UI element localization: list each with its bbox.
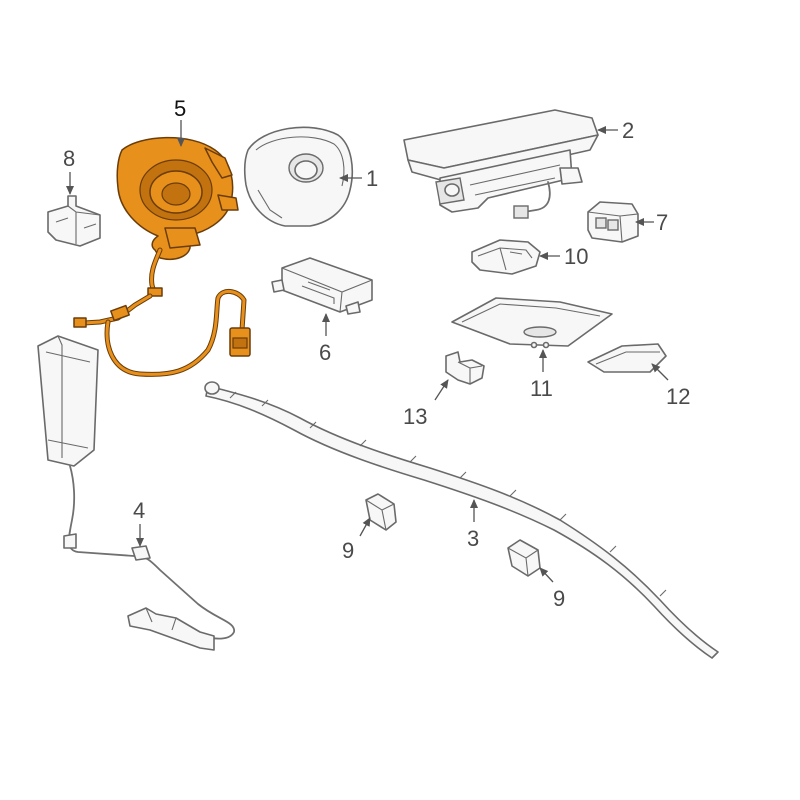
leader-9b bbox=[539, 567, 554, 583]
callout-8: 8 bbox=[63, 146, 75, 171]
callout-11: 11 bbox=[530, 376, 553, 401]
callout-4: 4 bbox=[133, 498, 145, 523]
passenger-airbag-part bbox=[403, 109, 599, 219]
sensor-part-13 bbox=[445, 351, 485, 385]
callout-6: 6 bbox=[319, 340, 331, 365]
bracket-part-12 bbox=[587, 343, 667, 373]
side-airbag-part-4 bbox=[37, 335, 235, 651]
connector-part-8 bbox=[47, 195, 101, 247]
callout-2: 2 bbox=[622, 118, 634, 143]
leader-13 bbox=[434, 379, 449, 401]
curtain-airbag-part-3 bbox=[204, 381, 719, 659]
callout-5: 5 bbox=[174, 96, 186, 121]
callout-7: 7 bbox=[656, 210, 668, 235]
control-module-part-6 bbox=[271, 257, 373, 315]
callout-10: 10 bbox=[564, 244, 588, 269]
mat-sensor-part-11 bbox=[451, 297, 613, 349]
callout-1: 1 bbox=[366, 166, 378, 191]
callout-13: 13 bbox=[403, 404, 427, 429]
leader-9a bbox=[359, 517, 371, 537]
module-part-10 bbox=[471, 239, 541, 275]
leader-lines bbox=[66, 120, 669, 583]
switch-part-7 bbox=[587, 201, 639, 243]
sensor-part-9a bbox=[365, 493, 397, 531]
clock-spring-part bbox=[73, 136, 251, 377]
callout-12: 12 bbox=[666, 384, 690, 409]
callout-labels: 5 8 1 2 7 10 6 11 12 13 4 3 9 9 bbox=[63, 96, 690, 611]
callout-3: 3 bbox=[467, 526, 479, 551]
callout-9b: 9 bbox=[553, 586, 565, 611]
leader-12 bbox=[651, 363, 669, 381]
sensor-part-9b bbox=[507, 539, 541, 577]
callout-9a: 9 bbox=[342, 538, 354, 563]
driver-airbag-part bbox=[243, 126, 354, 227]
